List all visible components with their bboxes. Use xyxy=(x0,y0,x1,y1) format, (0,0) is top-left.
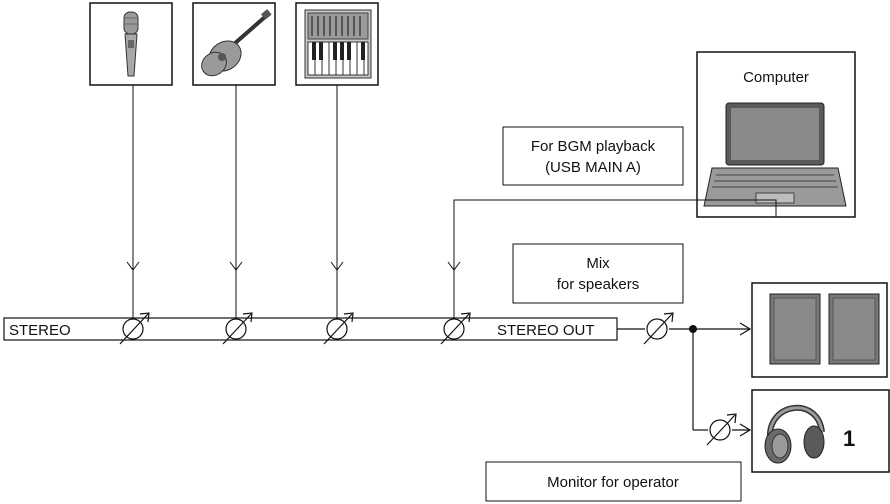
keyboard-fader-icon xyxy=(323,312,354,345)
microphone-icon xyxy=(123,11,139,77)
computer-signal-arrow xyxy=(447,261,461,271)
input-lines xyxy=(126,85,777,318)
mix-label-line1: Mix xyxy=(586,255,610,272)
speakers-box xyxy=(751,282,888,378)
guitar-signal-arrow xyxy=(229,261,243,271)
guitar-box xyxy=(192,2,276,86)
mix-for-speakers-box: Mix for speakers xyxy=(512,243,684,304)
acoustic-guitar-icon xyxy=(201,9,272,77)
stereo-bus: STEREO STEREO OUT xyxy=(3,317,618,341)
computer-fader-icon xyxy=(440,312,471,345)
monitor-operator-label: Monitor for operator xyxy=(547,474,679,491)
computer-icon xyxy=(703,102,847,207)
headphones-box: 1 xyxy=(751,389,890,473)
speakers-icon xyxy=(769,293,880,365)
split-junction-dot xyxy=(689,325,697,333)
fader-symbols xyxy=(119,312,471,345)
computer-label: Computer xyxy=(743,69,809,86)
mix-label-line2: for speakers xyxy=(557,276,640,293)
mic-fader-icon xyxy=(119,312,150,345)
guitar-fader-icon xyxy=(222,312,253,345)
computer-signal-line xyxy=(453,199,777,318)
output-routing xyxy=(617,312,752,446)
keyboard-signal-arrow xyxy=(330,261,344,271)
microphone-box xyxy=(89,2,173,86)
keyboard-synth-icon xyxy=(304,9,372,79)
headphone-number: 1 xyxy=(843,426,855,451)
bgm-playback-label-line1: For BGM playback xyxy=(531,138,656,155)
bgm-playback-label-line2: (USB MAIN A) xyxy=(545,159,641,176)
headphone-fader-icon xyxy=(706,413,737,446)
mic-signal-arrow xyxy=(126,261,140,271)
headphones-icon xyxy=(764,405,825,464)
stereo-label: STEREO xyxy=(9,322,71,339)
monitor-operator-box: Monitor for operator xyxy=(485,461,742,502)
bgm-playback-box: For BGM playback (USB MAIN A) xyxy=(502,126,684,186)
computer-box: Computer xyxy=(696,51,856,218)
stereo-out-fader-icon xyxy=(643,312,674,345)
keyboard-box xyxy=(295,2,379,86)
stereo-out-label: STEREO OUT xyxy=(497,322,595,339)
